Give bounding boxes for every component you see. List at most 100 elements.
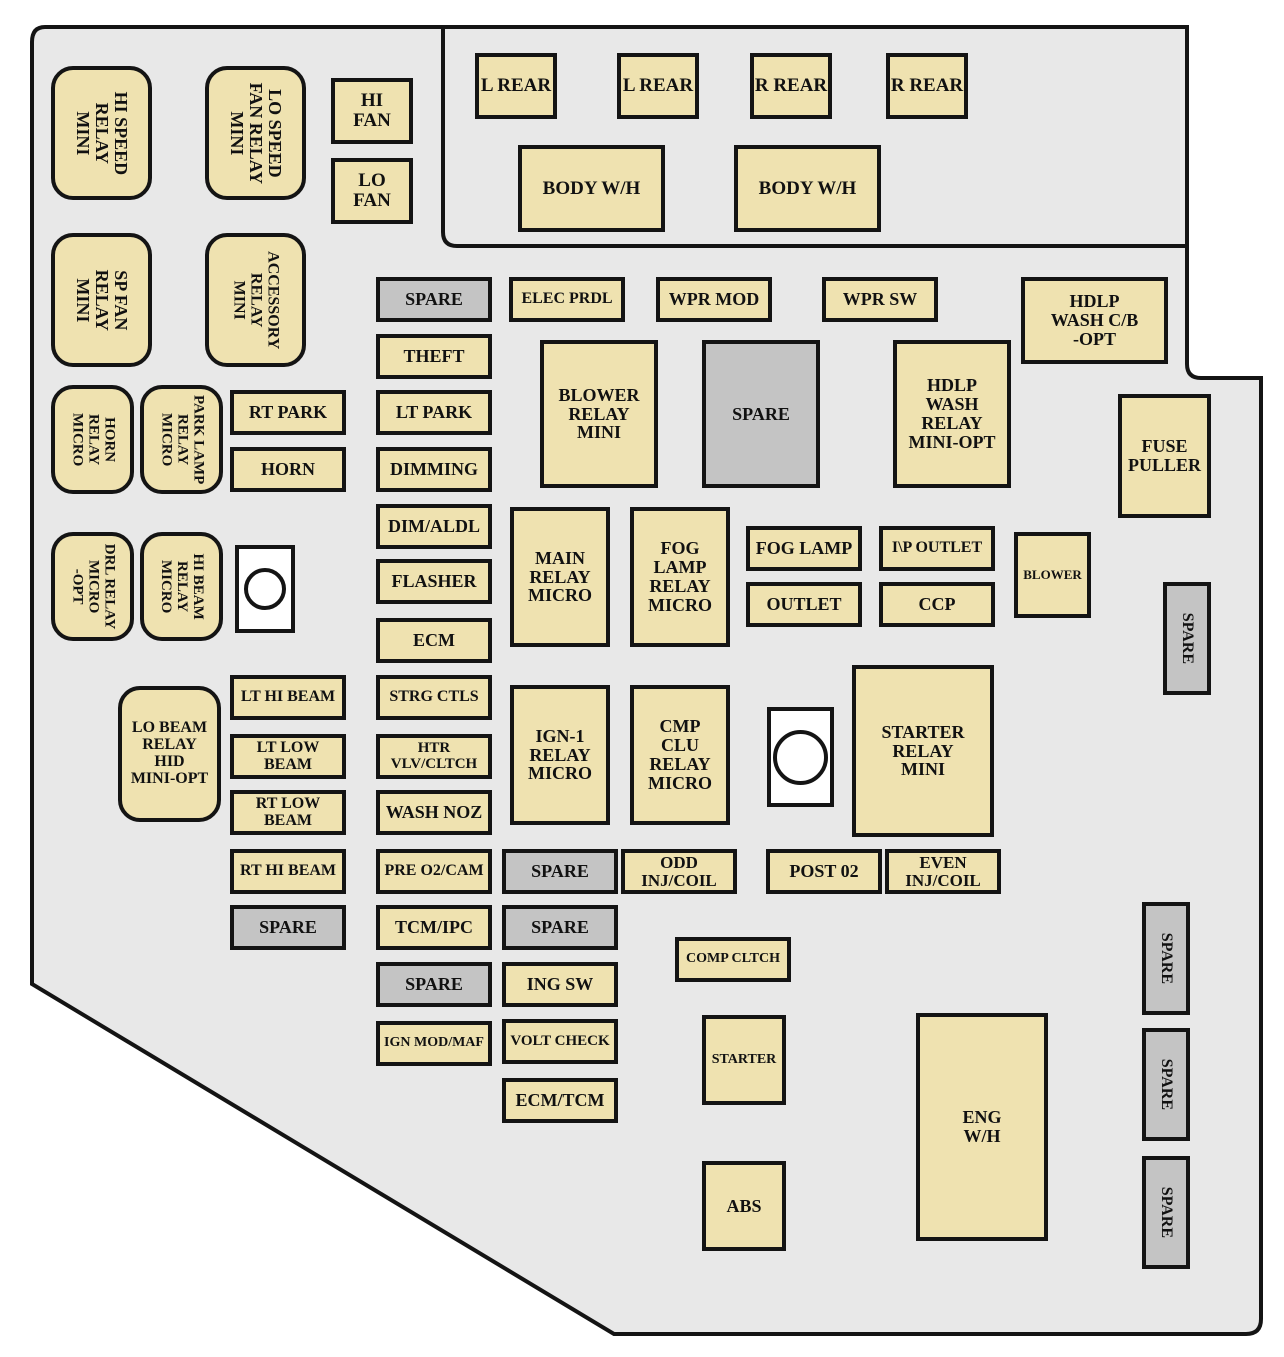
body-wh-2-label: BODY W/H: [758, 177, 857, 199]
body-wh-2-fuse: BODY W/H: [734, 145, 881, 232]
lt-park-label: LT PARK: [395, 402, 473, 423]
ign-mod-maf-fuse: IGN MOD/MAF: [376, 1021, 492, 1066]
spare-center-label: SPARE: [732, 403, 790, 424]
hi-speed-relay-label: HI SPEED RELAY MINI: [73, 91, 131, 175]
lo-fan-fuse: LO FAN: [331, 158, 413, 224]
ecm-tcm-label: ECM/TCM: [515, 1090, 605, 1111]
fuse-puller-label: FUSE PULLER: [1127, 436, 1201, 475]
post-02-label: POST 02: [789, 861, 859, 882]
r-rear-2-label: R REAR: [890, 75, 964, 97]
spare-col-left-label: SPARE: [405, 974, 463, 995]
spare-right-4-label: SPARE: [1158, 1186, 1176, 1239]
main-relay-label: MAIN RELAY MICRO: [528, 547, 592, 606]
abs-label: ABS: [726, 1195, 762, 1216]
mounting-stud-left: [235, 545, 295, 633]
lo-fan-label: LO FAN: [353, 170, 391, 211]
sp-fan-relay-label: SP FAN RELAY MINI: [73, 269, 131, 331]
wpr-mod-fuse: WPR MOD: [656, 277, 772, 322]
blower-relay-fuse: BLOWER RELAY MINI: [540, 340, 658, 488]
rt-hi-beam-fuse: RT HI BEAM: [230, 849, 346, 894]
spare-right-2-label: SPARE: [1158, 932, 1176, 985]
htr-vlv-cltch-label: HTR VLV/CLTCH: [390, 739, 478, 772]
outlet-fuse: OUTLET: [746, 582, 862, 627]
spare-left-spare-slot: SPARE: [230, 905, 346, 950]
htr-vlv-cltch-fuse: HTR VLV/CLTCH: [376, 734, 492, 779]
dim-aldl-fuse: DIM/ALDL: [376, 504, 492, 549]
fog-lamp-fuse: FOG LAMP: [746, 526, 862, 571]
r-rear-2-fuse: R REAR: [886, 53, 968, 119]
ip-outlet-label: I\P OUTLET: [891, 539, 983, 557]
spare-top-spare-slot: SPARE: [376, 277, 492, 322]
blower-fuse: BLOWER: [1014, 532, 1091, 618]
flasher-label: FLASHER: [391, 571, 477, 592]
park-lamp-relay-label: PARK LAMP RELAY MICRO: [158, 394, 207, 485]
spare-right-4-spare-slot: SPARE: [1142, 1156, 1190, 1269]
ccp-fuse: CCP: [879, 582, 995, 627]
hi-beam-relay-label: HI BEAM RELAY MICRO: [158, 553, 207, 620]
ecm-fuse: ECM: [376, 618, 492, 663]
tcm-ipc-fuse: TCM/IPC: [376, 905, 492, 950]
wash-noz-label: WASH NOZ: [385, 802, 483, 823]
lt-hi-beam-label: LT HI BEAM: [240, 688, 336, 706]
spare-mid-2-label: SPARE: [531, 917, 589, 938]
hi-speed-relay-relay: HI SPEED RELAY MINI: [51, 66, 152, 200]
hi-beam-relay-relay: HI BEAM RELAY MICRO: [140, 532, 223, 641]
rt-park-label: RT PARK: [248, 402, 328, 423]
ign1-relay-label: IGN-1 RELAY MICRO: [528, 725, 592, 784]
body-wh-1-fuse: BODY W/H: [518, 145, 665, 232]
accessory-relay-relay: ACCESSORY RELAY MINI: [205, 233, 306, 367]
main-relay-fuse: MAIN RELAY MICRO: [510, 507, 610, 647]
spare-col-left-spare-slot: SPARE: [376, 962, 492, 1007]
starter-fuse: STARTER: [702, 1015, 786, 1105]
theft-fuse: THEFT: [376, 334, 492, 379]
lt-low-beam-fuse: LT LOW BEAM: [230, 734, 346, 779]
rear-fuse-section-outline: [441, 27, 1187, 248]
hi-fan-fuse: HI FAN: [331, 78, 413, 144]
strg-ctls-label: STRG CTLS: [389, 688, 479, 706]
even-inj-coil-label: EVEN INJ/COIL: [905, 852, 981, 890]
lt-hi-beam-fuse: LT HI BEAM: [230, 675, 346, 720]
spare-right-1-label: SPARE: [1179, 612, 1197, 665]
wash-noz-fuse: WASH NOZ: [376, 790, 492, 835]
hi-fan-label: HI FAN: [353, 90, 391, 131]
l-rear-2-fuse: L REAR: [617, 53, 699, 119]
spare-left-label: SPARE: [259, 917, 317, 938]
mounting-hole-left: [244, 568, 286, 610]
pre-o2-cam-fuse: PRE O2/CAM: [376, 849, 492, 894]
odd-inj-coil-label: ODD INJ/COIL: [641, 852, 717, 890]
lo-beam-relay-relay: LO BEAM RELAY HID MINI-OPT: [118, 686, 221, 822]
fuse-puller-fuse: FUSE PULLER: [1118, 394, 1211, 518]
lo-speed-fan-relay-label: LO SPEED FAN RELAY MINI: [227, 82, 285, 184]
sp-fan-relay-relay: SP FAN RELAY MINI: [51, 233, 152, 367]
r-rear-1-fuse: R REAR: [750, 53, 832, 119]
horn-fuse: HORN: [230, 447, 346, 492]
comp-cltch-fuse: COMP CLTCH: [675, 937, 791, 982]
wpr-mod-label: WPR MOD: [668, 289, 760, 310]
pre-o2-cam-label: PRE O2/CAM: [384, 862, 484, 880]
wpr-sw-fuse: WPR SW: [822, 277, 938, 322]
post-02-fuse: POST 02: [766, 849, 882, 894]
hdlp-wash-relay-label: HDLP WASH RELAY MINI-OPT: [908, 375, 996, 452]
l-rear-1-fuse: L REAR: [475, 53, 557, 119]
fog-lamp-relay-fuse: FOG LAMP RELAY MICRO: [630, 507, 730, 647]
tcm-ipc-label: TCM/IPC: [395, 917, 473, 938]
rt-hi-beam-label: RT HI BEAM: [239, 862, 337, 880]
strg-ctls-fuse: STRG CTLS: [376, 675, 492, 720]
accessory-relay-label: ACCESSORY RELAY MINI: [231, 250, 282, 350]
wpr-sw-label: WPR SW: [842, 289, 918, 310]
ecm-label: ECM: [413, 630, 455, 651]
horn-label: HORN: [261, 459, 315, 480]
ip-outlet-fuse: I\P OUTLET: [879, 526, 995, 571]
spare-mid-2-spare-slot: SPARE: [502, 905, 618, 950]
eng-wh-fuse: ENG W/H: [916, 1013, 1048, 1241]
blower-relay-label: BLOWER RELAY MINI: [558, 384, 640, 443]
outlet-label: OUTLET: [766, 594, 842, 615]
mounting-hole-center: [773, 729, 828, 785]
fog-lamp-label: FOG LAMP: [755, 538, 853, 559]
blower-label: BLOWER: [1023, 567, 1082, 583]
hdlp-wash-relay-fuse: HDLP WASH RELAY MINI-OPT: [893, 340, 1011, 488]
comp-cltch-label: COMP CLTCH: [686, 951, 780, 967]
body-wh-1-label: BODY W/H: [542, 177, 641, 199]
abs-fuse: ABS: [702, 1161, 786, 1251]
